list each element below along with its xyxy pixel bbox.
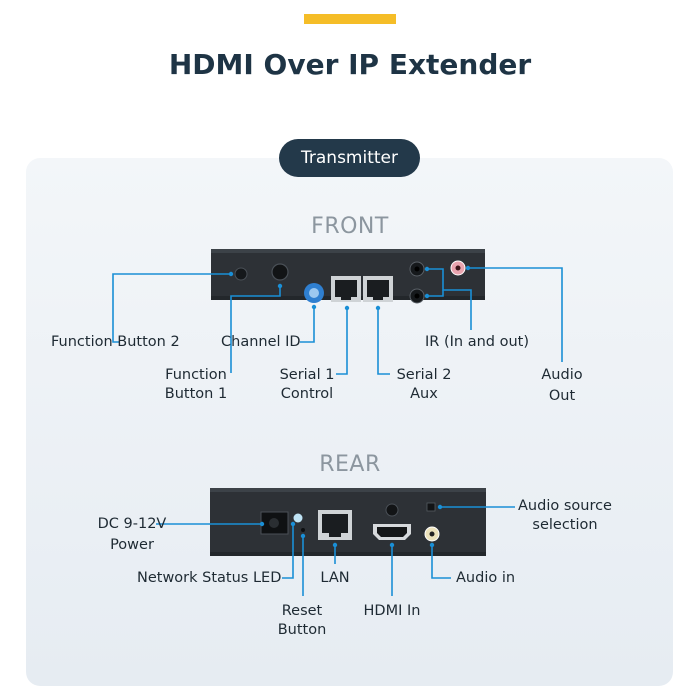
ir-out-jack [409,288,425,304]
label-dc-power-line1: DC 9-12V [97,516,167,532]
front-device [211,249,485,304]
ir-in-jack [409,261,425,277]
label-audio-source-line1: Audio source [518,498,612,514]
label-serial-1-line2: Control [280,386,334,402]
label-function-button-1-line2: Button 1 [164,386,228,402]
accent-bar [304,14,396,24]
label-audio-source-selection: Audio source selection [515,497,615,535]
front-heading: FRONT [311,214,389,239]
diagram-panel [26,158,673,686]
label-serial-2: Serial 2 Aux [392,366,456,404]
network-status-led [293,513,303,523]
audio-in-jack [424,526,440,542]
label-reset-button-line2: Button [277,622,327,638]
label-audio-out-line2: Out [548,388,576,404]
label-function-button-2: Function Button 2 [51,334,180,350]
label-reset-button-line1: Reset [281,603,323,619]
hdmi-in-port [373,503,411,540]
label-function-button-1: Function Button 1 [155,366,237,404]
reset-button-hole [301,528,305,532]
lan-port [318,510,352,540]
label-audio-out: Audio Out [532,366,592,406]
label-network-status-led: Network Status LED [137,570,282,586]
rear-device [210,488,486,556]
audio-source-switch [426,502,436,512]
dc-power-port [260,511,289,535]
transmitter-badge: Transmitter [279,139,420,177]
label-audio-out-line1: Audio [541,367,583,383]
label-dc-power-line2: Power [110,537,154,553]
label-serial-2-line1: Serial 2 [396,367,452,383]
label-channel-id: Channel ID [221,334,301,350]
label-reset-button: Reset Button [270,602,334,640]
label-serial-1: Serial 1 Control [272,366,342,404]
rear-heading: REAR [319,452,381,477]
rear-callouts [156,504,515,596]
serial-1-port [331,276,361,302]
front-callouts [112,265,563,375]
label-audio-source-line2: selection [532,517,598,533]
label-hdmi-in: HDMI In [363,603,421,619]
label-dc-power: DC 9-12V Power [92,515,172,555]
function-button-2-port [234,267,248,281]
channel-id-dial [304,283,324,303]
label-function-button-1-line1: Function [165,367,227,383]
serial-2-port [363,276,393,302]
label-lan: LAN [320,570,350,586]
label-ir: IR (In and out) [425,334,529,350]
label-serial-2-line2: Aux [410,386,438,402]
label-audio-in: Audio in [456,570,516,586]
page-title: HDMI Over IP Extender [168,48,532,81]
function-button-1-port [271,263,289,281]
audio-out-jack [450,260,466,276]
label-serial-1-line1: Serial 1 [279,367,335,383]
